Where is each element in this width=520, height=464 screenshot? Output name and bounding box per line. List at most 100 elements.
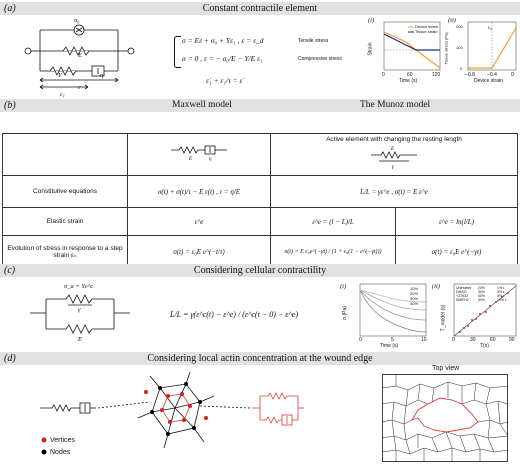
wound-edge [410,397,479,433]
panel-a-circuit-diagram [24,24,135,90]
aii-ytick-1: 100 [456,45,463,50]
ai-xtick-2: 120 [432,72,441,78]
ci-legend-0: 10% [410,286,419,291]
aii-ytick-2: 200 [456,24,463,29]
eq-tensile: σ = Eε + σ₀ + Yε₁ , ε = ε_d [182,36,264,45]
cii-legend-0: Untreated [456,286,472,290]
panel-d-label: (d) [4,353,16,364]
legend-nodes: Nodes [50,449,71,456]
ci-legend-2: 30% [410,296,419,301]
y-label: Y [58,72,62,79]
aii-ylabel: Tissue stress (Pa) [443,32,449,65]
munoz-header: The Munoz model [360,100,431,110]
plot-cii [453,283,517,337]
svg-text:E: E [188,157,192,162]
plot-aii-label: (ii) [448,17,456,24]
eq-compressive: σ = 0 , ε = − σ₀/E − Y/E ε₁ [182,54,263,63]
plot-ai [383,21,441,71]
ci-xlabel: Time (s) [380,343,399,349]
ci-curve-2 [359,289,427,311]
ci-xtick-1: 5 [391,337,394,343]
c-e: E [78,336,82,343]
plot-ci [359,283,427,337]
ci-ylabel: σ (Pa) [341,306,348,320]
munoz-elastic-b: ε^e = ln(l/L) [395,207,518,236]
cii-xtick-2: 60 [490,337,496,343]
munoz-constitutive: L̇/L = γε^e , σ(t) = E ε^e [270,175,518,208]
plot-cii-label: (ii) [432,283,440,290]
eps-label: ε [78,84,81,91]
eq-eps1: ε̇₁ + ε₁/τ = ε̇ [206,76,243,85]
cii-xtick-1: 30 [470,337,476,343]
panel-c-label: (c) [4,265,16,276]
legend-vertices: Vertices [50,437,75,444]
ci-xtick-0: 0 [359,337,362,343]
munoz-subtitle: Active element with changing the resting… [326,135,462,143]
ci-legend-1: 20% [410,291,419,296]
munoz-diagram-cell: Active element with changing the resting… [270,133,518,176]
cii-legend-10: 5% ε [497,294,505,298]
c-spring-label: σ_a = Yε^c [64,283,94,290]
cii-legend-3: SMIFH2 [456,298,469,302]
cii-legend-9: 3% ε [497,290,505,294]
panel-c-circuit [30,294,130,334]
maxwell-evolution: σ(t) = ε₀E e^(−t/τ) [127,235,271,268]
top-view-label: Top view [432,365,460,372]
row-evolution: Evolution of stress in response to a ste… [2,235,128,268]
panel-b-label: (b) [4,100,16,111]
aii-xtick-2: 0 [511,72,514,78]
sigma0-label: σ₀ [74,17,80,24]
panel-d-network-diagram [40,372,304,455]
cii-ylabel: T_model (s) [440,304,447,332]
legend-tissue: Tissue strain [415,29,438,34]
ci-curve-3 [359,289,427,303]
munoz-evolution-b: σ(t) = ε₀E e^(−γt) [395,235,518,268]
tissue-stress-line [468,27,517,69]
svg-text:η: η [209,157,212,162]
cii-legend-5: 30% [478,290,486,294]
aii-xtick-1: −0.4 [487,72,497,78]
ai-xlabel: Time (s) [399,78,418,84]
cii-legend-11: 10% ε [497,298,507,302]
eq-compressive-note: Compressive stress [298,56,342,62]
legend-device: Device strain [415,24,439,29]
device-strain-line [383,31,441,69]
ci-curve-1 [359,289,427,321]
eta-label: η [100,72,104,79]
eq-brace [174,36,181,68]
plot-ai-label: (i) [368,17,375,24]
ai-xtick-1: 60 [407,72,413,78]
cii-legend-1: DMSO [456,290,467,294]
cii-xlabel: T(s) [480,343,489,349]
c-gamma: γ [78,306,81,313]
cii-legend-8: 1% ε [497,286,505,290]
ci-curve-0 [359,289,427,333]
panel-d-header: (d) Considering local actin concentratio… [0,352,520,365]
ci-xtick-2: 10 [421,337,427,343]
ai-xtick-0: 0 [382,72,385,78]
tissue-strain-line [383,33,440,51]
ci-legend-3: 40% [410,301,419,306]
svg-text:E: E [390,147,394,152]
row-elastic: Elastic strain [2,207,128,236]
munoz-evolution-a: σ(t) = E ε₀e^(−γt) / (1 + ε₀(1 − e^(−γt)… [270,235,396,268]
maxwell-header: Maxwell model [172,100,232,110]
panel-b-header: (b) [0,99,520,112]
ai-ylabel: Strain [367,42,374,56]
cii-legend-7: 50% [478,298,486,302]
munoz-diagram: E γ [371,147,417,170]
svg-text:γ: γ [392,165,395,169]
cii-legend-6: 40% [478,294,486,298]
c-equation: L̇/L = γ(ε^c(t) − ε^e) / (ε^c(t − 0) − ε… [170,310,299,319]
plot-aii [467,21,517,71]
cii-legend-2: Y27632 [456,294,469,298]
aii-xlabel: Device strain [474,78,503,84]
eq-tensile-note: Tensile stress [298,38,329,44]
munoz-elastic-a: ε^e = (l − L)/L [270,207,396,236]
e-label: E [78,52,82,59]
panel-a-label: (a) [4,3,16,14]
maxwell-diagram: E η [171,145,227,162]
maxwell-diagram-cell: E η [127,133,271,176]
panel-c-title: Considering cellular contractility [193,265,327,276]
row-constitutive: Constitutive equations [2,175,128,208]
